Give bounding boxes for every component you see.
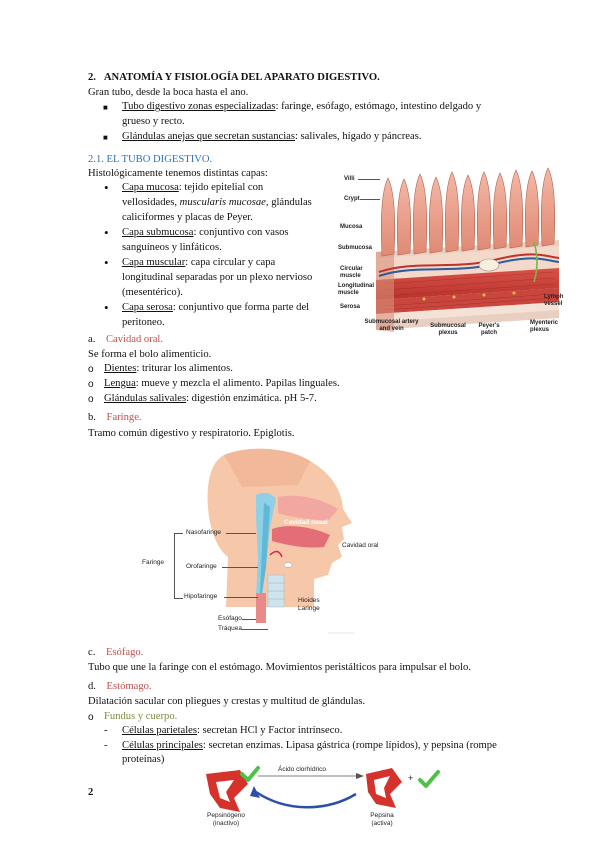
bullet-marker: •: [104, 225, 109, 240]
layer-serosa: Capa serosa: conjuntivo que forma parte …: [122, 302, 310, 313]
label-submucosa: Submucosa: [338, 245, 373, 251]
subsection-subtitle: Histológicamente tenemos distintas capas…: [88, 168, 268, 179]
label-faringe: Faringe: [142, 559, 165, 566]
label-peyers-patch: Peyer's patch: [478, 323, 500, 336]
label-esofago: Esófago: [218, 615, 242, 622]
intro-bullet-1: Tubo digestivo zonas especializadas: far…: [122, 101, 482, 112]
layer-muscular: Capa muscular: capa circular y capa: [122, 257, 276, 268]
leader-line: [242, 619, 256, 620]
heading-number: 2.: [88, 72, 96, 83]
label-circular: Circular muscle: [340, 266, 363, 279]
chief-cells: Células principales: secretan enzimas. L…: [122, 740, 497, 751]
item-a-text: Se forma el bolo alimenticio.: [88, 349, 212, 360]
label-hipofaringe: Hipofaringe: [184, 593, 218, 600]
leader-line: [358, 179, 380, 180]
layer-submucosa-cont: sanguíneos y linfáticos.: [122, 242, 222, 253]
layer-mucosa: Capa mucosa: tejido epitelial con: [122, 182, 264, 193]
layer-muscular-cont: longitudinal separadas por un plexo nerv…: [122, 272, 313, 283]
layer-serosa-cont: peritoneo.: [122, 317, 165, 328]
label-serosa: Serosa: [340, 304, 361, 310]
leader-line: [226, 533, 256, 534]
label-myenteric-plexus: Myenteric plexus: [530, 320, 559, 333]
section-heading: 2. ANATOMÍA Y FISIOLOGÍA DEL APARATO DIG…: [88, 71, 548, 85]
item-b-heading: b. Faringe.: [88, 412, 142, 423]
layer-submucosa: Capa submucosa: conjuntivo con vasos: [122, 227, 289, 238]
label-longitudinal: Longitudinal muscle: [338, 283, 374, 296]
faringe-bracket: [174, 533, 183, 599]
item-b-text: Tramo común digestivo y respiratorio. Ep…: [88, 428, 295, 439]
leader-line: [222, 567, 258, 568]
fundus-heading: Fundus y cuerpo.: [104, 711, 178, 722]
label-nasofaringe: Nasofaringe: [186, 529, 222, 536]
intro-bullet-1-cont: grueso y recto.: [122, 116, 185, 127]
subsection-title: 2.1. EL TUBO DIGESTIVO.: [88, 154, 213, 165]
leader-line: [224, 597, 258, 598]
item-c-heading: c. Esófago.: [88, 647, 144, 658]
bullet-marker: ■: [103, 103, 108, 112]
label-laringe: Laringe: [298, 605, 320, 612]
layer-mucosa-cont2: caliciformes y placas de Peyer.: [122, 212, 253, 223]
intro-text: Gran tubo, desde la boca hasta el ano.: [88, 87, 249, 98]
item-c-text: Tubo que une la faringe con el estómago.…: [88, 662, 471, 673]
bullet-marker: •: [104, 300, 109, 315]
bullet-marker: •: [104, 255, 109, 270]
intestinal-wall-illustration: [376, 167, 560, 332]
label-acido-clorhidrico: Ácido clorhídrico: [278, 766, 327, 773]
dash-marker: -: [104, 740, 108, 751]
pharynx-illustration: [207, 448, 354, 634]
intestinal-wall-figure: Villi Crypt Mucosa Submucosa Circular mu…: [334, 160, 566, 338]
intro-bullet-2: Glándulas anejas que secretan sustancias…: [122, 131, 422, 142]
label-cavidad-nasal: Cavidad nasal: [284, 519, 328, 526]
label-hioides: Hioides: [298, 597, 320, 604]
bullet-marker: ■: [103, 133, 108, 142]
bullet-marker: o: [88, 379, 94, 390]
leader-line: [360, 199, 380, 200]
label-lymph-vessel: Lymph vessel: [544, 294, 564, 307]
bullet-marker: o: [88, 394, 94, 405]
plus-sign: +: [408, 773, 414, 783]
label-cavidad-oral: Cavidad oral: [342, 542, 379, 549]
bullet-marker: o: [88, 364, 94, 375]
oral-item-salivary: Glándulas salivales: digestión enzimátic…: [104, 393, 317, 404]
dash-marker: -: [104, 725, 108, 736]
label-pepsinogeno: Pepsinógeno(inactivo): [207, 812, 245, 827]
item-d-heading: d. Estómago.: [88, 681, 152, 692]
label-pepsina: Pepsina(activa): [370, 812, 394, 827]
layer-muscular-cont2: (mesentérico).: [122, 287, 183, 298]
label-crypt: Crypt: [344, 196, 360, 202]
oral-item-teeth: Dientes: triturar los alimentos.: [104, 363, 233, 374]
page-number: 2: [88, 787, 94, 798]
item-a-heading: a. Cavidad oral.: [88, 334, 164, 345]
bullet-marker: o: [88, 712, 94, 723]
parietal-cells: Células parietales: secretan HCl y Facto…: [122, 725, 343, 736]
oral-item-tongue: Lengua: mueve y mezcla el alimento. Papi…: [104, 378, 340, 389]
label-traquea: Tráquea: [218, 625, 242, 632]
label-submucosal-plexus: Submucosal plexus: [430, 323, 466, 336]
pepsin-activation-illustration: [206, 766, 440, 812]
pepsin-figure: Ácido clorhídrico + Pepsinógeno(inactivo…: [196, 764, 448, 834]
label-orofaringe: Orofaringe: [186, 563, 217, 570]
label-submucosal-artery: Submucosal artery and vein: [364, 319, 419, 332]
label-villi: Villi: [344, 176, 355, 182]
layer-mucosa-cont: vellosidades, muscularis mucosae, glándu…: [122, 197, 312, 208]
label-mucosa: Mucosa: [340, 224, 363, 230]
item-d-text: Dilatación sacular con pliegues y cresta…: [88, 696, 366, 707]
heading-title: ANATOMÍA Y FISIOLOGÍA DEL APARATO DIGEST…: [103, 72, 380, 83]
chief-cells-cont: proteínas): [122, 754, 165, 765]
leader-line: [242, 629, 268, 630]
pharynx-figure: Cavidad nasal Cavidad oral Nasofaringe F…: [138, 447, 379, 639]
bullet-marker: •: [104, 180, 109, 195]
